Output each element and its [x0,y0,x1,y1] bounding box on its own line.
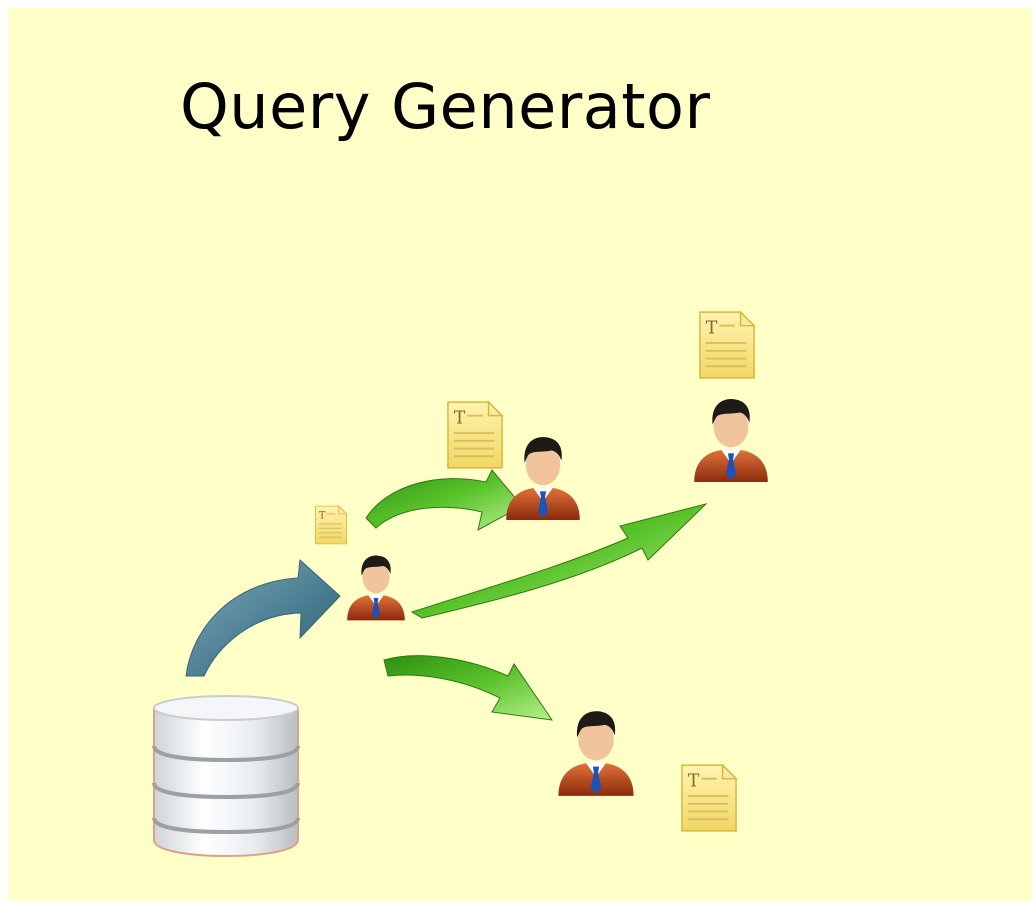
user-icon [506,437,580,520]
text-document-icon [680,764,738,832]
green-curved-arrow [365,469,523,531]
user-icon [347,555,405,621]
diagram-canvas: Query Generator [8,8,1032,901]
user-icon [558,711,634,796]
text-document-icon [446,401,504,469]
diagram-title: Query Generator [180,70,711,143]
green-curved-arrow [383,655,554,721]
green-curved-arrow [410,503,708,619]
text-document-icon [314,505,348,545]
user-icon [694,399,768,482]
blue-curved-arrow [185,558,341,677]
diagram-graphic: T [152,311,768,858]
text-document-icon [698,311,756,379]
database-icon [152,695,300,858]
